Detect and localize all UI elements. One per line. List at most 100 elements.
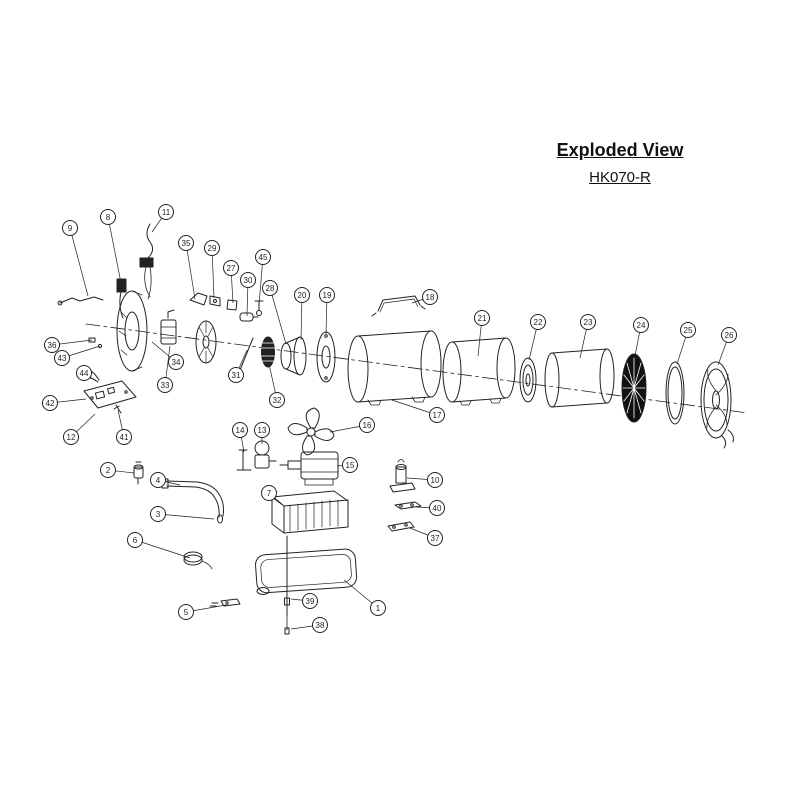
callout-45: 45 xyxy=(255,249,271,265)
part-solenoid-valve xyxy=(389,459,416,493)
svg-text:30: 30 xyxy=(244,276,253,285)
part-fuel-line xyxy=(284,535,290,635)
callout-38: 38 xyxy=(312,617,328,633)
svg-text:27: 27 xyxy=(227,264,236,273)
callout-21: 21 xyxy=(474,310,490,326)
callout-12: 12 xyxy=(63,429,79,445)
leader-line-8 xyxy=(107,216,122,284)
callout-24: 24 xyxy=(633,317,649,333)
svg-text:24: 24 xyxy=(637,321,646,330)
callout-31: 31 xyxy=(228,367,244,383)
leader-lines xyxy=(49,211,730,630)
svg-text:2: 2 xyxy=(106,466,111,475)
callout-22: 22 xyxy=(530,314,546,330)
svg-text:31: 31 xyxy=(232,371,241,380)
callout-1: 1 xyxy=(370,600,386,616)
svg-text:9: 9 xyxy=(68,224,73,233)
leader-line-6 xyxy=(134,539,191,559)
svg-text:26: 26 xyxy=(725,331,734,340)
callout-26: 26 xyxy=(721,327,737,343)
svg-text:39: 39 xyxy=(306,597,315,606)
callout-27: 27 xyxy=(223,260,239,276)
callout-37: 37 xyxy=(427,530,443,546)
part-burner-cup xyxy=(280,336,307,376)
svg-text:42: 42 xyxy=(46,399,55,408)
svg-text:45: 45 xyxy=(259,253,268,262)
svg-text:32: 32 xyxy=(273,396,282,405)
svg-text:33: 33 xyxy=(161,381,170,390)
part-fan-blade xyxy=(287,407,335,456)
leader-line-9 xyxy=(69,227,89,297)
callout-19: 19 xyxy=(319,287,335,303)
leader-line-28 xyxy=(269,287,287,345)
callout-29: 29 xyxy=(204,240,220,256)
svg-text:18: 18 xyxy=(426,293,435,302)
svg-text:14: 14 xyxy=(236,426,245,435)
part-fan-wheel xyxy=(195,320,217,364)
part-pump-bracket xyxy=(236,449,252,471)
callout-39: 39 xyxy=(302,593,318,609)
callout-14: 14 xyxy=(232,422,248,438)
part-shaft xyxy=(239,337,254,371)
svg-text:4: 4 xyxy=(156,476,161,485)
part-motor xyxy=(279,451,339,486)
part-wire-harness xyxy=(139,223,154,300)
svg-text:15: 15 xyxy=(346,461,355,470)
part-motor-bracket xyxy=(160,309,177,345)
callout-11: 11 xyxy=(158,204,174,220)
part-burner-housing xyxy=(271,490,349,534)
callout-15: 15 xyxy=(342,457,358,473)
svg-text:16: 16 xyxy=(363,421,372,430)
part-shell-cylinder xyxy=(442,337,516,406)
part-fuel-cap xyxy=(183,551,213,570)
callout-20: 20 xyxy=(294,287,310,303)
callout-30: 30 xyxy=(240,272,256,288)
callout-5: 5 xyxy=(178,604,194,620)
svg-text:44: 44 xyxy=(80,369,89,378)
part-nozzle xyxy=(239,312,259,322)
part-clip xyxy=(209,598,241,607)
callout-43: 43 xyxy=(54,350,70,366)
svg-text:19: 19 xyxy=(323,291,332,300)
svg-text:38: 38 xyxy=(316,621,325,630)
part-mount-plate xyxy=(394,501,422,510)
callout-35: 35 xyxy=(178,235,194,251)
parts-artwork xyxy=(57,223,749,635)
callout-10: 10 xyxy=(427,472,443,488)
part-pump xyxy=(254,440,277,469)
svg-text:29: 29 xyxy=(208,244,217,253)
part-bracket-set xyxy=(189,292,238,311)
svg-text:41: 41 xyxy=(120,433,129,442)
part-screws xyxy=(88,337,103,349)
svg-text:10: 10 xyxy=(431,476,440,485)
callout-8: 8 xyxy=(100,209,116,225)
part-fuel-filter xyxy=(133,461,144,485)
part-thermostat xyxy=(387,521,415,532)
svg-text:28: 28 xyxy=(266,284,275,293)
part-outer-shell xyxy=(544,348,615,408)
svg-text:21: 21 xyxy=(478,314,487,323)
svg-text:36: 36 xyxy=(48,341,57,350)
callout-40: 40 xyxy=(429,500,445,516)
callout-23: 23 xyxy=(580,314,596,330)
leader-line-3 xyxy=(157,513,215,520)
callout-3: 3 xyxy=(150,506,166,522)
svg-text:37: 37 xyxy=(431,534,440,543)
part-end-cone xyxy=(116,290,148,372)
part-control-board xyxy=(83,380,137,414)
svg-text:1: 1 xyxy=(376,604,381,613)
callout-25: 25 xyxy=(680,322,696,338)
callout-13: 13 xyxy=(254,422,270,438)
svg-text:40: 40 xyxy=(433,504,442,513)
part-mount-ring xyxy=(316,331,336,383)
callout-32: 32 xyxy=(269,392,285,408)
callout-2: 2 xyxy=(100,462,116,478)
svg-text:13: 13 xyxy=(258,426,267,435)
part-power-cord xyxy=(116,278,127,319)
callout-33: 33 xyxy=(157,377,173,393)
svg-text:12: 12 xyxy=(67,433,76,442)
part-wire xyxy=(57,296,104,306)
callout-17: 17 xyxy=(429,407,445,423)
